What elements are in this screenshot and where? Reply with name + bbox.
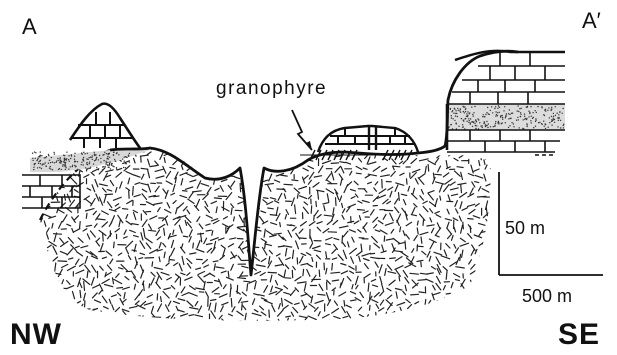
nw-peak (70, 104, 140, 148)
granophyre-label: granophyre (216, 78, 327, 100)
section-start-label: A (22, 14, 37, 40)
horizontal-scale-label: 500 m (522, 286, 572, 307)
southeast-label: SE (558, 318, 600, 352)
northwest-label: NW (10, 318, 62, 352)
nw-limestone-bricks (22, 175, 80, 208)
section-end-label: A′ (582, 8, 601, 34)
vertical-scale-label: 50 m (505, 218, 545, 239)
central-outlier (318, 126, 418, 152)
